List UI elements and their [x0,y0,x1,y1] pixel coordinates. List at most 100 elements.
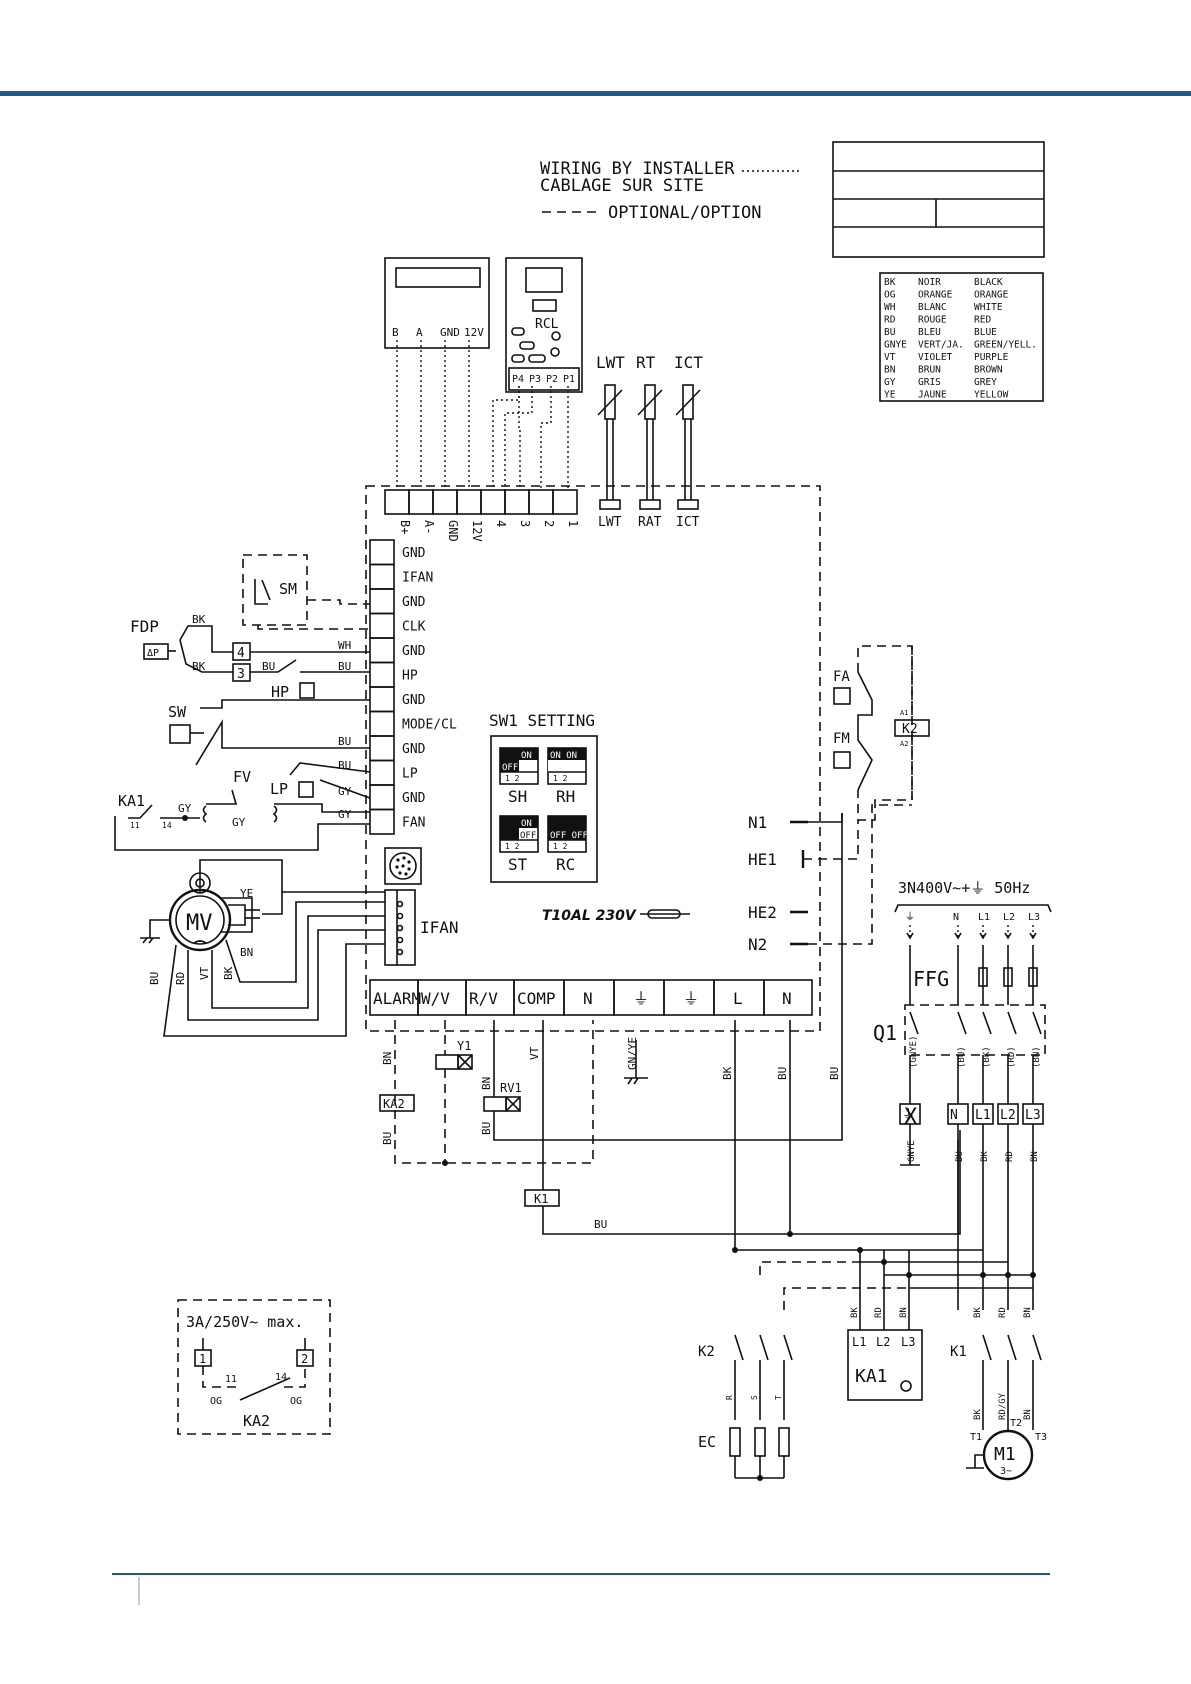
ka2-detail-box: 3A/250V~ max. 1 2 11 14 OG OG KA2 [177,1299,331,1435]
top-terminal-label: 1 [566,520,580,527]
wire-tag-bk1: BK [192,613,206,626]
bottom-relays: Y1 RV1 KA2 K1 BN BU BN BU VT GN/YE BK BU… [379,813,961,1250]
left-terminal-label: IFAN [402,571,433,586]
tag-vt2: VT [528,1046,541,1060]
ka2-coil-label: KA2 [383,1097,405,1111]
sensor-label: ICT [674,353,703,372]
dip-switch-name: RC [556,855,575,874]
k2-feed [759,1261,860,1275]
supply-label: 3N400V~+⏚ 50Hz [898,879,1030,897]
motor-tag-bn: BN [240,946,253,959]
color-code: WH [884,302,896,313]
left-terminal-label: LP [402,767,418,782]
tag-bu6: BU [480,1122,493,1135]
left-terminal-label: GND [402,595,426,610]
color-code: VT [884,352,896,363]
color-name-en: BROWN [974,365,1003,376]
tag-bu7: BU [776,1067,789,1080]
controller-terminal-label: B [392,326,399,339]
color-name-fr: VIOLET [918,352,953,363]
legend-optional: OPTIONAL/OPTION [608,203,762,223]
rcl-terminal-label: P2 [546,374,558,385]
k2-contact [783,1334,793,1361]
wire-tag-gy2: GY [338,808,352,821]
heater-element [729,1427,741,1457]
switch-contact [982,1011,992,1035]
wire-tag-gy1: GY [338,785,352,798]
k1-contact [1032,1334,1042,1361]
m1-tag: RD/GY [998,1392,1008,1420]
k2-coil-label: K2 [902,722,918,737]
fuse-icon [640,909,690,919]
fm-label: FM [833,731,850,747]
arrow-icon [954,932,962,940]
terminal-cell [369,539,395,566]
motor-tag-bu: BU [148,972,161,985]
ka1-load-box [847,1329,923,1401]
k1-contact [1007,1334,1017,1361]
fdp-label: FDP [130,617,159,636]
m1-tag: BN [1023,1409,1033,1420]
top-terminal-label: A- [422,520,436,534]
supply-bracket [894,904,1052,913]
arrow-icon [906,932,914,940]
top-terminal-label: 12V [470,520,484,542]
ffg-label: FFG [913,967,949,991]
rcl-label: RCL [535,317,559,332]
left-field-devices: SM FDP ΔP 4 3 BK BK WH BU BU HP SW BU [114,554,371,851]
ka2-name: KA2 [243,1412,270,1430]
top-terminal-label: 3 [518,520,532,527]
top-terminal-label: B+ [398,520,412,534]
k1-coil-label: K1 [534,1192,548,1206]
sm-label: SM [279,580,297,598]
top-terminal-label: 4 [494,520,508,527]
ka1-tag: BN [899,1307,909,1318]
terminal-cell [369,612,395,639]
junction-dot [757,1475,763,1481]
fan-motor-mv: MV YE BN BK VT RD BU [140,859,385,1037]
lamp-icon [900,1380,912,1392]
ka1-tag: BK [850,1307,860,1318]
color-name-en: ORANGE [974,290,1009,301]
round-connector [384,847,422,885]
terminal-cell [432,489,458,515]
legend-wiring-by-installer: WIRING BY INSTALLER [540,159,735,179]
sensor-body [682,384,694,420]
phase-label: L3 [1028,912,1040,923]
k1-load-label: K1 [950,1344,967,1360]
color-name-fr: JAUNE [918,390,947,401]
bottom-terminal-label: L [733,989,743,1008]
bottom-terminal-label: N [782,989,792,1008]
ka1-term-label: L3 [901,1335,915,1349]
terminal-cell [369,588,395,615]
color-name-fr: VERT/JA. [918,340,964,351]
k1-tag: BN [1023,1307,1033,1318]
fa-label: FA [833,669,850,685]
ka2-c14: 14 [275,1372,287,1383]
color-name-fr: ROUGE [918,315,947,326]
phase-label: L2 [1003,912,1015,923]
color-name-en: RED [974,315,991,326]
tag-bu8: BU [828,1067,841,1080]
sw1-title: SW1 SETTING [489,711,595,730]
arrow-icon [1029,932,1037,940]
dp-symbol: ΔP [147,648,159,659]
junction-dot [980,1272,986,1278]
switch-contact [909,1011,919,1035]
sensor-thermistor-slash [597,389,623,416]
tag-bn1: BN [381,1052,394,1065]
ifan-connector: IFAN [384,889,459,966]
color-name-en: BLUE [974,327,997,338]
power-terminal-label: L1 [975,1108,991,1123]
m1-sub-label: 3~ [1000,1466,1012,1477]
ec-label: EC [698,1433,716,1451]
m1-term-t3: T3 [1035,1432,1047,1443]
k2-a1: A1 [900,709,908,717]
legend-cablage-sur-site: CABLAGE SUR SITE [540,176,704,196]
ifan-label: IFAN [420,918,459,937]
tag-bn2: BN [480,1077,493,1090]
